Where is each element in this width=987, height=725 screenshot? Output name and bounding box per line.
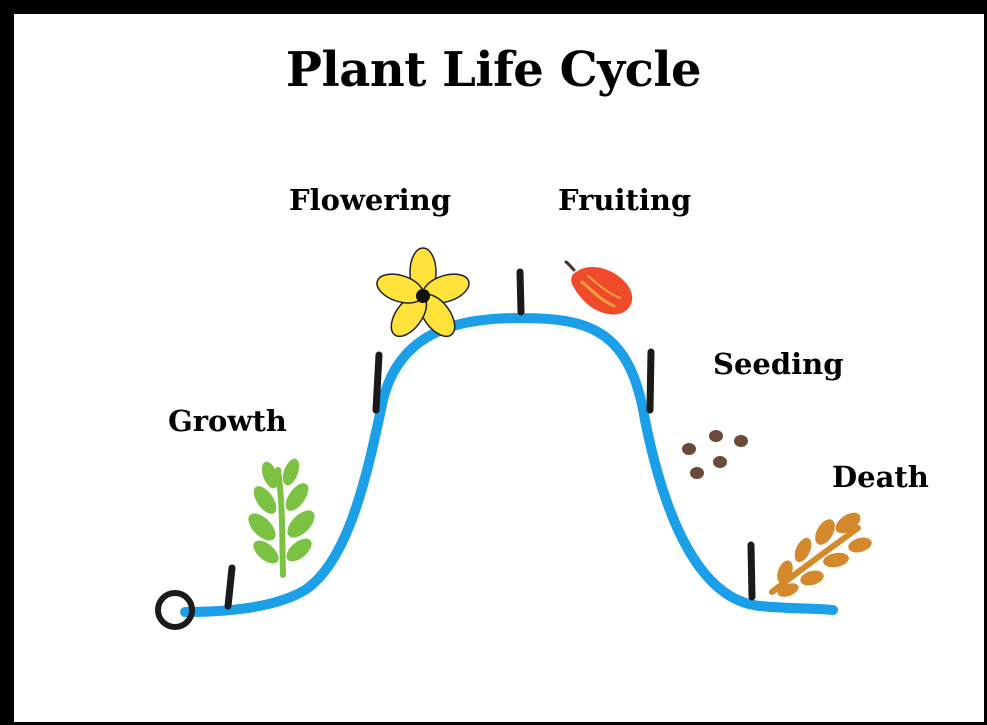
fruit-icon: [566, 262, 632, 315]
seeds-icon: [682, 430, 748, 479]
tick-marker-death: [751, 545, 752, 597]
tick-marker-flowering: [376, 355, 379, 410]
leafy-sprout-icon: [244, 456, 320, 575]
withered-leaf-icon: [772, 508, 873, 599]
tick-marker-growth: [228, 568, 232, 606]
tick-marker-peak: [520, 272, 521, 312]
tick-marker-seeding: [650, 352, 651, 410]
